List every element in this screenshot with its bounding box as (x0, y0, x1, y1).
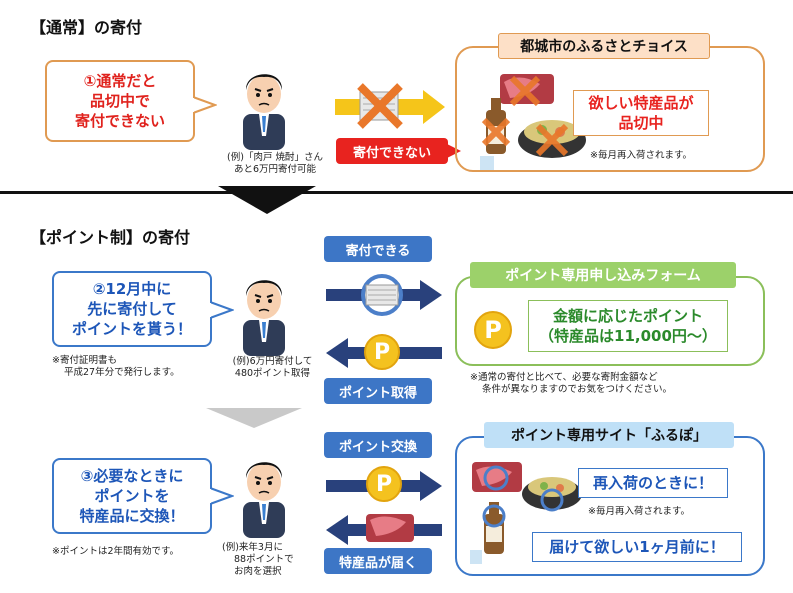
blocked-arrow (335, 83, 445, 129)
restock-note: ※毎月再入荷されます。 (588, 506, 691, 517)
section1-title: 【通常】の寄付 (30, 18, 143, 37)
callout-line: 特産品に交換！ (79, 507, 185, 525)
available-products-icon (470, 462, 582, 564)
form-note: ※通常の寄付と比べて、必要な寄附金額など 条件が異なりますのでお気をつけください… (470, 372, 770, 396)
caption-line: (例)「肉戸 焼酎」さん (227, 152, 323, 163)
exchange-point-label: ポイント交換 (324, 432, 432, 458)
cannot-donate-label: 寄付できない (336, 138, 448, 164)
down-arrow-black (218, 186, 316, 214)
soldout-line: 品切中 (618, 114, 664, 132)
caption-line: 480ポイント取得 (234, 368, 311, 379)
donate-arrow (326, 274, 442, 316)
note-line: 平成27年分で発行します。 (64, 367, 180, 378)
delivery-timing-box: 届けて欲しい1ヶ月前に！ (532, 532, 742, 562)
callout-tail (210, 300, 234, 320)
callout-line: ①通常だと (83, 72, 157, 90)
note-line: 条件が異なりますのでお気をつけください。 (482, 384, 673, 395)
caption-line: お肉を選択 (234, 566, 282, 577)
note-line: ※通常の寄付と比べて、必要な寄附金額など (470, 372, 658, 383)
down-arrow-grey (206, 408, 302, 428)
callout-tail (210, 486, 234, 506)
point-coin-icon: P (366, 466, 402, 502)
businessman-icon (243, 462, 285, 538)
soldout-line: 欲しい特産品が (588, 94, 694, 112)
certificate-note: ※寄付証明書も 平成27年分で発行します。 (52, 355, 212, 379)
callout-line: 先に寄付して (87, 300, 177, 318)
restock-box: 再入荷のときに！ (578, 468, 728, 498)
callout-line: ポイントを (94, 487, 170, 505)
soldout-products-icon (480, 74, 586, 170)
callout-line: 寄付できない (74, 112, 165, 130)
label-tail (447, 144, 461, 158)
choice-site-title: 都城市のふるさとチョイス (498, 33, 710, 59)
form-line: 金額に応じたポイント (552, 307, 703, 325)
caption-line: 88ポイントで (234, 554, 294, 565)
note-line: ※寄付証明書も (52, 355, 117, 366)
person2-caption: (例)6万円寄付して 480ポイント取得 (215, 356, 330, 380)
section2-title: 【ポイント制】の寄付 (30, 228, 191, 247)
person3-caption: (例)来年3月に 88ポイントで お肉を選択 (222, 542, 322, 578)
restock-note: ※毎月再入荷されます。 (590, 150, 693, 161)
can-donate-label: 寄付できる (324, 236, 432, 262)
validity-note: ※ポイントは2年間有効です。 (52, 546, 180, 557)
furupo-site-title: ポイント専用サイト「ふるぽ」 (484, 422, 734, 448)
section-divider (0, 191, 793, 194)
businessman-icon (243, 280, 285, 356)
callout-line: 品切中で (89, 92, 150, 110)
callout-line: ②12月中に (92, 280, 172, 298)
point-form-title: ポイント専用申し込みフォーム (470, 262, 736, 288)
point-coin-icon: P (364, 334, 400, 370)
section2-callout: ②12月中に 先に寄付して ポイントを貰う！ (52, 271, 212, 347)
form-line: （特産品は11,000円～） (539, 327, 717, 345)
section3-callout: ③必要なときに ポイントを 特産品に交換！ (52, 458, 212, 534)
product-arrives-label: 特産品が届く (324, 548, 432, 574)
point-amount-box: 金額に応じたポイント （特産品は11,000円～） (528, 300, 728, 352)
businessman-icon (243, 74, 285, 150)
callout-line: ポイントを貰う！ (71, 320, 192, 338)
person1-caption: (例)「肉戸 焼酎」さん あと6万円寄付可能 (210, 152, 340, 176)
product-delivery-arrow (326, 514, 442, 545)
caption-line: (例)来年3月に (222, 542, 283, 553)
soldout-box: 欲しい特産品が 品切中 (573, 90, 709, 136)
callout-line: ③必要なときに (80, 467, 184, 485)
caption-line: (例)6万円寄付して (232, 356, 313, 367)
caption-line: あと6万円寄付可能 (233, 164, 317, 175)
acquire-point-label: ポイント取得 (324, 378, 432, 404)
section1-callout: ①通常だと 品切中で 寄付できない (45, 60, 195, 142)
point-coin-icon: P (474, 311, 512, 349)
callout-tail (193, 95, 217, 115)
